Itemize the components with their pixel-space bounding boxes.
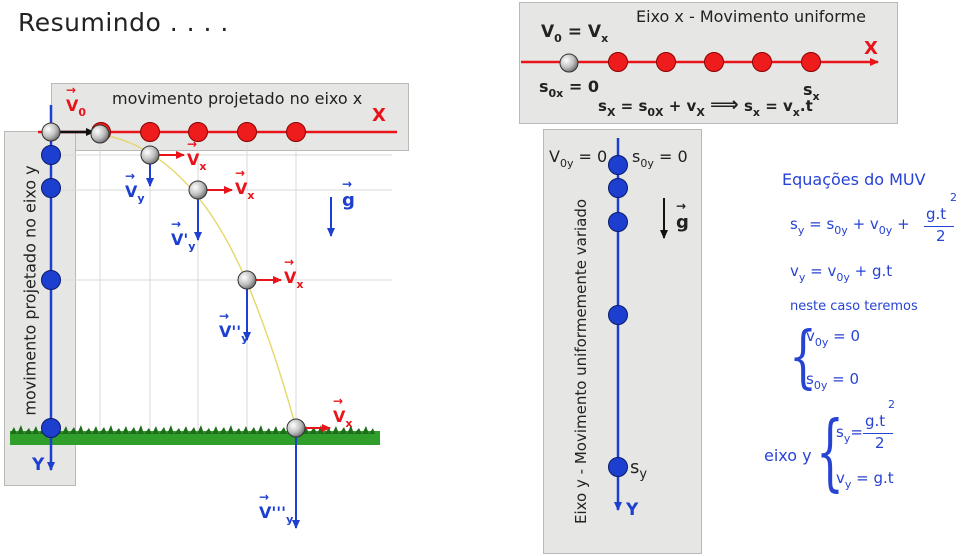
- v0-label: V0: [66, 83, 86, 119]
- varied-y-axis-label: Y: [626, 500, 639, 520]
- x-projection-panel: [51, 83, 409, 151]
- y-projection-balls: [41, 145, 61, 438]
- eixo-y-fraction-numerator: g.t: [865, 412, 886, 430]
- varied-blue-balls: [608, 155, 628, 477]
- vx-arrows: [158, 151, 331, 432]
- uniform-panel-title: Eixo x - Movimento uniforme: [636, 7, 866, 26]
- eixo-y-velocity: vy = g.t: [836, 469, 894, 491]
- grid: [52, 135, 392, 432]
- muv-heading: Equações do MUV: [782, 170, 926, 189]
- muv-equation-position: sy = s0y + v0y +: [790, 215, 910, 237]
- uniform-start-ball: [559, 53, 579, 73]
- uniform-formula: sX = s0X + vX ⟹ sx = vx.t: [598, 92, 813, 119]
- left-g-label: g: [342, 177, 355, 211]
- varied-g-label: g: [676, 199, 689, 233]
- muv-fraction-exponent: 2: [950, 191, 957, 204]
- eixo-y-fraction-exponent: 2: [888, 398, 895, 411]
- eixo-y-label: eixo y: [764, 446, 812, 465]
- vy-label-4: V'''y: [259, 490, 293, 526]
- case-v0y: v0y = 0: [806, 327, 861, 349]
- left-x-axis-label: X: [372, 105, 386, 126]
- vx-label-4: Vx: [333, 394, 353, 430]
- ground: [10, 431, 380, 445]
- grass: [10, 425, 375, 434]
- muv-fraction-numerator: g.t: [926, 205, 947, 223]
- sx-label: sx: [803, 80, 820, 103]
- vx-label-3: Vx: [284, 255, 304, 291]
- uniform-red-balls: [608, 52, 821, 72]
- case-note: neste caso teremos: [790, 299, 918, 314]
- case-brace: {: [789, 317, 817, 397]
- s0x-label: s0x = 0: [539, 77, 599, 100]
- eixo-y-position: sy=: [836, 423, 863, 445]
- y-panel-label: movimento projetado no eixo y: [20, 165, 40, 416]
- vx-label-2: Vx: [235, 166, 255, 202]
- s0y-label: s0y = 0: [632, 147, 688, 170]
- vy-label-2: V'y: [171, 217, 195, 253]
- vx-label-1: Vx: [187, 137, 207, 173]
- muv-equation-velocity: vy = v0y + g.t: [790, 262, 893, 284]
- projectile-balls: [41, 122, 306, 438]
- eixo-y-brace: {: [816, 404, 844, 502]
- x-panel-label: movimento projetado no eixo x: [112, 89, 363, 108]
- vy-arrows: [146, 163, 335, 529]
- left-y-axis-label: Y: [32, 455, 45, 475]
- v0-equals-vx: V0 = Vx: [541, 22, 609, 45]
- vy-label-1: Vy: [125, 169, 145, 205]
- varied-panel-title: Eixo y - Movimento uniformemente variado: [572, 198, 590, 524]
- v0y-label: V0y = 0: [549, 147, 608, 170]
- muv-fraction-denominator: 2: [936, 227, 946, 245]
- vy-label-3: V''y: [219, 309, 248, 345]
- eixo-y-fraction-denominator: 2: [875, 434, 885, 452]
- eixo-y-fraction-bar: [863, 433, 893, 434]
- page-title: Resumindo . . . .: [18, 8, 229, 37]
- muv-fraction-bar: [924, 226, 954, 227]
- case-s0y: s0y = 0: [806, 370, 859, 392]
- uniform-x-axis-label: X: [864, 38, 878, 59]
- sy-label: sy: [630, 457, 648, 482]
